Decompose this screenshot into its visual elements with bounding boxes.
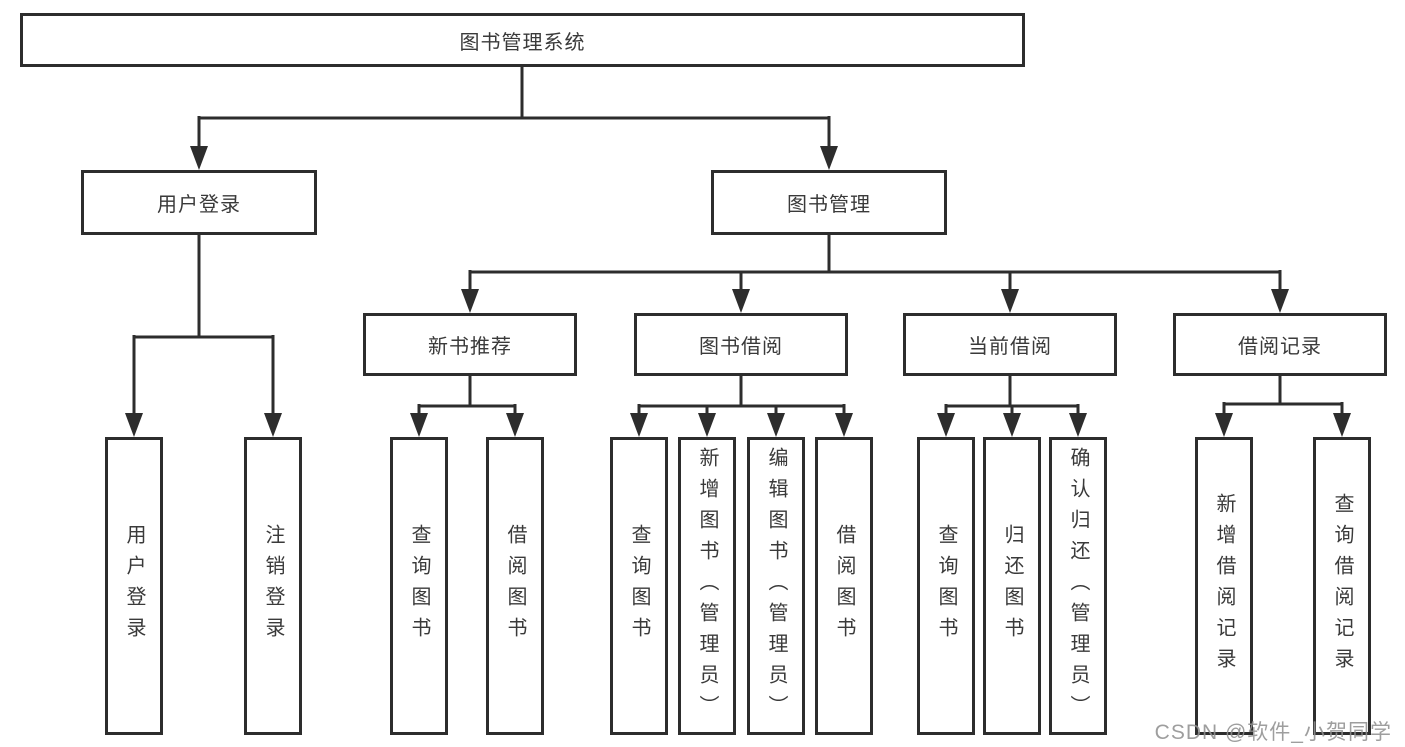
leaf-label: 确认归还（管理员） (1067, 446, 1089, 726)
leaf-edit-book-admin: 编辑图书（管理员） (747, 437, 805, 735)
leaf-query-books-current: 查询图书 (917, 437, 975, 735)
node-new-book-recommend: 新书推荐 (363, 313, 577, 376)
node-library-management-system: 图书管理系统 (20, 13, 1025, 67)
watermark: CSDN @软件_小贺同学 (1154, 721, 1392, 744)
node-book-borrow: 图书借阅 (634, 313, 848, 376)
leaf-label: 编辑图书（管理员） (765, 446, 787, 726)
leaf-user-login: 用户登录 (105, 437, 163, 735)
leaf-confirm-return-admin: 确认归还（管理员） (1049, 437, 1107, 735)
leaf-logout: 注销登录 (244, 437, 302, 735)
leaf-label: 新增图书（管理员） (696, 446, 718, 726)
node-book-management: 图书管理 (711, 170, 947, 235)
leaf-label: 用户登录 (123, 524, 145, 648)
leaf-return-books: 归还图书 (983, 437, 1041, 735)
leaf-query-books-borrow: 查询图书 (610, 437, 668, 735)
leaf-add-book-admin: 新增图书（管理员） (678, 437, 736, 735)
node-current-borrow: 当前借阅 (903, 313, 1117, 376)
leaf-label: 借阅图书 (833, 524, 855, 648)
leaf-label: 新增借阅记录 (1213, 493, 1235, 679)
leaf-query-books-recommend: 查询图书 (390, 437, 448, 735)
leaf-label: 查询图书 (935, 524, 957, 648)
leaf-borrow-books-borrow: 借阅图书 (815, 437, 873, 735)
leaf-label: 借阅图书 (504, 524, 526, 648)
leaf-label: 查询图书 (408, 524, 430, 648)
leaf-query-borrow-record: 查询借阅记录 (1313, 437, 1371, 735)
leaf-add-borrow-record: 新增借阅记录 (1195, 437, 1253, 735)
leaf-label: 归还图书 (1001, 524, 1023, 648)
node-user-login: 用户登录 (81, 170, 317, 235)
node-borrow-records: 借阅记录 (1173, 313, 1387, 376)
leaf-label: 查询借阅记录 (1331, 493, 1353, 679)
leaf-borrow-books-recommend: 借阅图书 (486, 437, 544, 735)
leaf-label: 查询图书 (628, 524, 650, 648)
leaf-label: 注销登录 (262, 524, 284, 648)
